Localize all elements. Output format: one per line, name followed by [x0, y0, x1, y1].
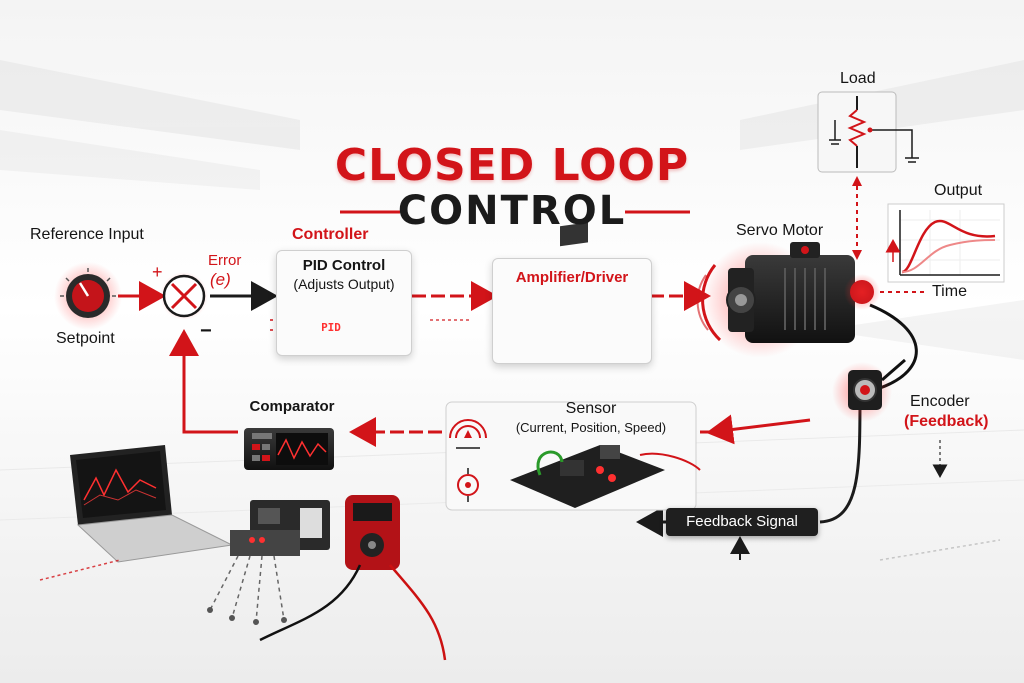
laptop-icon [70, 445, 234, 563]
amplifier-box: Amplifier/Driver [492, 258, 652, 364]
title-line-2: CONTROL [397, 188, 627, 234]
controller-box: PID Control (Adjusts Output) PID [276, 250, 412, 356]
output-graph [885, 203, 1005, 283]
target-icon [457, 468, 479, 502]
title-line-1: CLOSED LOOP [334, 140, 690, 191]
pid-control-subtitle: (Adjusts Output) [293, 276, 395, 292]
error-symbol: (e) [210, 270, 231, 289]
sensor-subtitle: (Current, Position, Speed) [515, 420, 667, 435]
wire-comparator-to-junction [169, 329, 238, 434]
feedback-signal-label: Feedback Signal [666, 508, 818, 536]
sensor-label: Sensor [565, 400, 617, 417]
multimeter-icon [259, 495, 447, 661]
reference-input-label: Reference Input [30, 226, 144, 243]
output-label: Output [934, 182, 983, 199]
encoder-feedback-label: (Feedback) [904, 413, 989, 430]
plus-sign: + [152, 262, 163, 282]
servo-motor-label: Servo Motor [736, 222, 824, 239]
resistor-load-icon [817, 91, 919, 173]
plc-icon [207, 500, 330, 625]
encoder-icon [832, 358, 906, 422]
pid-display: PID [321, 321, 341, 334]
sensor-board-icon [445, 401, 701, 511]
controller-label: Controller [292, 226, 369, 243]
encoder-label: Encoder [910, 393, 970, 410]
load-label: Load [840, 70, 876, 87]
minus-sign: − [200, 320, 212, 342]
comparator-box: Comparator [236, 392, 348, 476]
wire-encoder-to-sensor [706, 414, 811, 445]
knob-icon [54, 262, 122, 330]
comparator-icon [244, 428, 334, 470]
servo-motor-icon [696, 242, 880, 358]
setpoint-label: Setpoint [56, 330, 115, 347]
comparator-label: Comparator [249, 398, 335, 415]
amplifier-label: Amplifier/Driver [515, 269, 629, 286]
time-label: Time [932, 283, 967, 300]
summing-junction-icon [160, 272, 208, 320]
error-label: Error [208, 252, 242, 269]
pid-control-title: PID Control [302, 257, 386, 274]
wave-icon [449, 419, 487, 449]
